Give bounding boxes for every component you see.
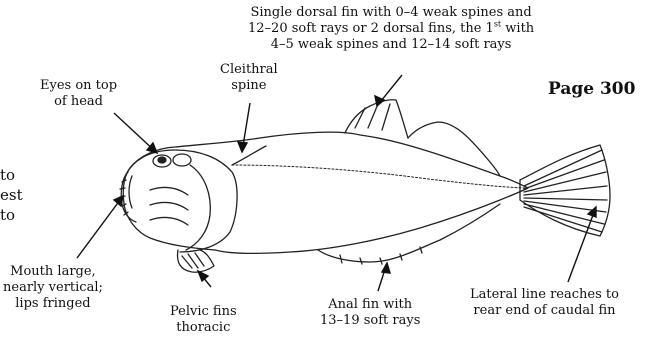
edge-fragment: est [0, 185, 23, 205]
pelvic-label-line: thoracic [170, 320, 237, 336]
anal-label-line: 13–19 soft rays [320, 313, 420, 329]
dorsal-label-text: 12–20 soft rays or 2 dorsal fins, the 1 [248, 21, 494, 36]
pelvic-label-line: Pelvic fins [170, 304, 237, 320]
anal-fin-shape [318, 204, 500, 262]
leader-mouth [77, 196, 123, 258]
mouth-label-line: nearly vertical; [3, 280, 103, 296]
eyes-label: Eyes on top of head [40, 78, 117, 110]
cleithral-label-line: Cleithral [220, 62, 278, 78]
edge-fragment: to [0, 165, 23, 185]
pelvic-fins-label: Pelvic fins thoracic [170, 304, 237, 336]
dorsal-fin-label: Single dorsal fin with 0–4 weak spines a… [248, 5, 534, 53]
cleithral-label-line: spine [220, 78, 278, 94]
cleithral-spine-label: Cleithral spine [220, 62, 278, 94]
page-number: Page 300 [548, 79, 635, 99]
mouth-label-line: Mouth large, [3, 264, 103, 280]
lateral-label-line: Lateral line reaches to [470, 287, 619, 303]
edge-fragment: to [0, 205, 23, 225]
mouth-label-line: lips fringed [3, 296, 103, 312]
lateral-line [232, 165, 528, 188]
anal-fin-label: Anal fin with 13–19 soft rays [320, 297, 420, 329]
eyes-label-line: Eyes on top [40, 78, 117, 94]
anal-label-line: Anal fin with [320, 297, 420, 313]
lateral-line-label: Lateral line reaches to rear end of caud… [470, 287, 619, 319]
eyes-label-line: of head [40, 94, 117, 110]
dorsal-label-line: 12–20 soft rays or 2 dorsal fins, the 1s… [248, 21, 534, 37]
lateral-label-line: rear end of caudal fin [470, 303, 619, 319]
dorsal-label-line: 4–5 weak spines and 12–14 soft rays [248, 37, 534, 53]
cropped-edge-text: to est to [0, 165, 23, 225]
dorsal-label-text: with [501, 21, 534, 36]
dorsal-label-line: Single dorsal fin with 0–4 weak spines a… [248, 5, 534, 21]
cleithral-spine-shape [232, 146, 266, 165]
mouth-label: Mouth large, nearly vertical; lips fring… [3, 264, 103, 312]
